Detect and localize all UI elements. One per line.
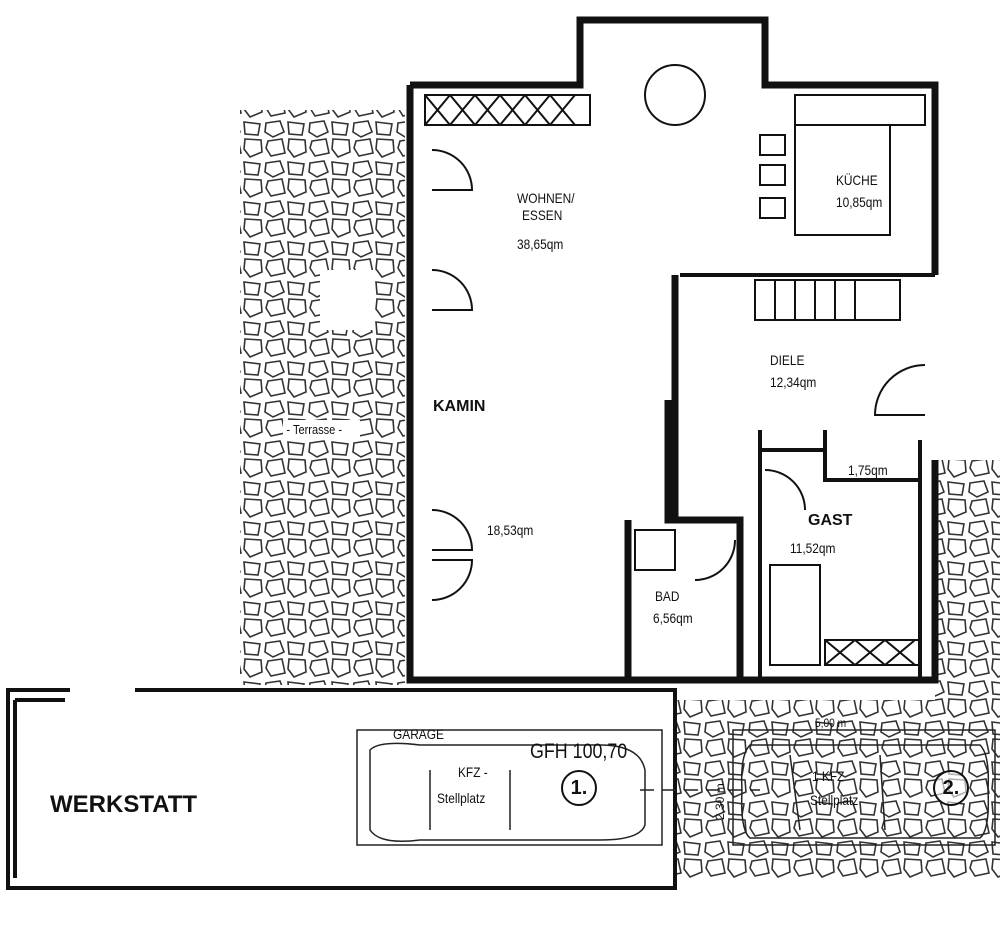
room-diele-name: DIELE [770, 352, 805, 368]
room-wohnen-name2: ESSEN [522, 207, 563, 223]
spot1-line1: KFZ - [458, 764, 488, 780]
dim-length: 5,00 m [815, 716, 847, 730]
room-kamin-area: 18,53qm [487, 522, 534, 538]
terrace-paving [240, 110, 405, 685]
spot2-line1: 1 KFZ [812, 768, 845, 784]
room-wohnen-name: WOHNEN/ [517, 190, 575, 206]
room-werkstatt-name: WERKSTATT [50, 791, 198, 818]
room-kueche-name: KÜCHE [836, 172, 878, 188]
spot1-number: 1. [561, 770, 597, 806]
room-wohnen-area: 38,65qm [517, 236, 564, 252]
spot2-line2: Stellplatz [810, 792, 859, 808]
room-gast-area: 11,52qm [790, 540, 836, 556]
room-bad-name: BAD [655, 588, 680, 604]
room-wc-area: 1,75qm [848, 462, 888, 478]
garage-label: GARAGE [393, 726, 444, 742]
room-gast-name: GAST [808, 512, 853, 529]
room-kamin-name: KAMIN [433, 398, 486, 415]
side-paving [935, 460, 1000, 700]
room-kueche-area: 10,85qm [836, 194, 883, 210]
garage-height-mark: GFH 100,70 [530, 740, 628, 763]
room-bad-area: 6,56qm [653, 610, 693, 626]
dim-width: 2,30 m [713, 783, 727, 820]
room-diele-area: 12,34qm [770, 374, 817, 390]
spot2-number: 2. [933, 770, 969, 806]
terrace-label: - Terrasse - [283, 421, 346, 438]
spot1-line2: Stellplatz [437, 790, 486, 806]
